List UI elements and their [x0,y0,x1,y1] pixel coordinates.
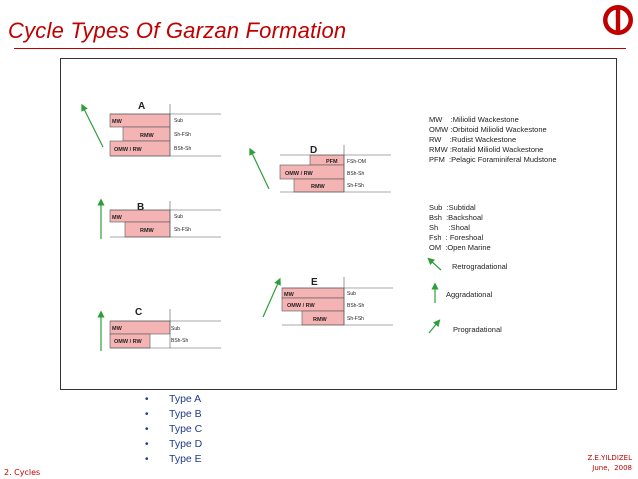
cycle-d-row-1: PFM [326,159,338,165]
cycle-a-env-3: BSh-Sh [174,146,191,152]
cycle-a-row-2: RMW [140,133,155,139]
cycle-b: B MW RMW Sub Sh-FSh [97,198,221,239]
cycle-e-row-3: RMW [313,317,328,323]
cycle-e-label: E [311,277,318,288]
list-item: Type B [145,407,202,422]
cycle-a: A MW RMW OMW / RW Sub Sh-FSh BSh-Sh [81,101,221,157]
cycle-e-env-2: BSh-Sh [347,303,364,309]
cycle-d-env-2: BSh-Sh [347,171,364,177]
environment-legend-item: OM :Open Marine [429,243,491,252]
environment-legend-item: Sub :Subtidal [429,203,476,212]
progradational-arrow-icon [428,319,441,334]
cycle-a-env-1: Sub [174,118,183,124]
cycle-diagram: A MW RMW OMW / RW Sub Sh-FSh BSh-Sh B MW… [81,101,557,351]
facies-legend-item: PFM :Pelagic Foraminiferal Mudstone [429,155,557,164]
cycle-e: E MW OMW / RW RMW Sub BSh-Sh Sh-FSh [262,277,393,326]
environment-legend: Sub :Subtidal Bsh :Backshoal Sh :Shoal F… [429,203,491,252]
facies-legend: MW :Miliolid Wackestone OMW :Orbitoid Mi… [429,115,557,164]
trend-legend: Retrogradational Aggradational Progradat… [427,257,508,334]
retrogradational-arrow-icon [427,257,442,271]
list-item: Type C [145,422,202,437]
cycle-a-row-1: MW [112,119,123,125]
environment-legend-item: Bsh :Backshoal [429,213,483,222]
footer-date: June, 2008 [592,464,632,472]
cycle-a-label: A [138,101,145,112]
facies-legend-item: RW :Rudist Wackestone [429,135,516,144]
list-item: Type E [145,452,202,467]
facies-legend-item: OMW :Orbitoid Miliolid Wackestone [429,125,547,134]
cycle-type-list: Type A Type B Type C Type D Type E [145,392,202,467]
cycle-c-env-1: Sub [171,326,180,332]
cycle-c: C MW OMW / RW Sub BSh-Sh [97,307,221,351]
cycle-a-env-2: Sh-FSh [174,132,191,138]
cycle-e-arrow-icon [262,277,281,318]
cycle-d-env-1: FSh-OM [347,159,366,165]
cycle-c-row-2: OMW / RW [114,339,143,345]
trend-progradational: Progradational [453,325,502,334]
list-item: Type D [145,437,202,452]
cycle-a-arrow-icon [81,103,104,148]
environment-legend-item: Fsh : Foreshoal [429,233,484,242]
trend-aggradational: Aggradational [446,290,493,299]
cycle-c-env-2: BSh-Sh [171,338,188,344]
cycle-e-env-1: Sub [347,291,356,297]
environment-legend-item: Sh :Shoal [429,223,470,232]
university-logo-icon [603,5,633,35]
cycle-c-row-1: MW [112,326,123,332]
trend-retrogradational: Retrogradational [452,262,508,271]
cycle-d: D PFM OMW / RW RMW FSh-OM BSh-Sh Sh-FSh [249,145,391,193]
footer-section-label: 2. Cycles [4,468,41,477]
cycle-d-row-2: OMW / RW [285,171,314,177]
cycle-b-env-2: Sh-FSh [174,227,191,233]
cycle-e-row-2: OMW / RW [287,303,316,309]
cycle-b-env-1: Sub [174,214,183,220]
facies-legend-item: MW :Miliolid Wackestone [429,115,519,124]
title-underline [14,48,626,49]
cycle-b-row-2: RMW [140,228,155,234]
footer-author-block: Z.E.YILDIZEL June, 2008 [588,453,632,473]
cycle-d-env-3: Sh-FSh [347,183,364,189]
cycle-d-row-3: RMW [311,184,326,190]
cycle-b-row-1: MW [112,215,123,221]
cycle-d-arrow-icon [249,147,270,190]
facies-legend-item: RMW :Rotalid Miliolid Wackestone [429,145,543,154]
list-item: Type A [145,392,202,407]
cycle-a-row-3: OMW / RW [114,147,143,153]
slide-title: Cycle Types Of Garzan Formation [8,18,347,43]
footer-author: Z.E.YILDIZEL [587,454,632,462]
cycle-b-label: B [137,202,144,213]
cycle-d-label: D [310,145,317,156]
cycle-c-label: C [135,307,142,318]
cycle-e-row-1: MW [284,292,295,298]
cycle-e-env-3: Sh-FSh [347,316,364,322]
cycle-diagram-panel: A MW RMW OMW / RW Sub Sh-FSh BSh-Sh B MW… [60,58,617,390]
